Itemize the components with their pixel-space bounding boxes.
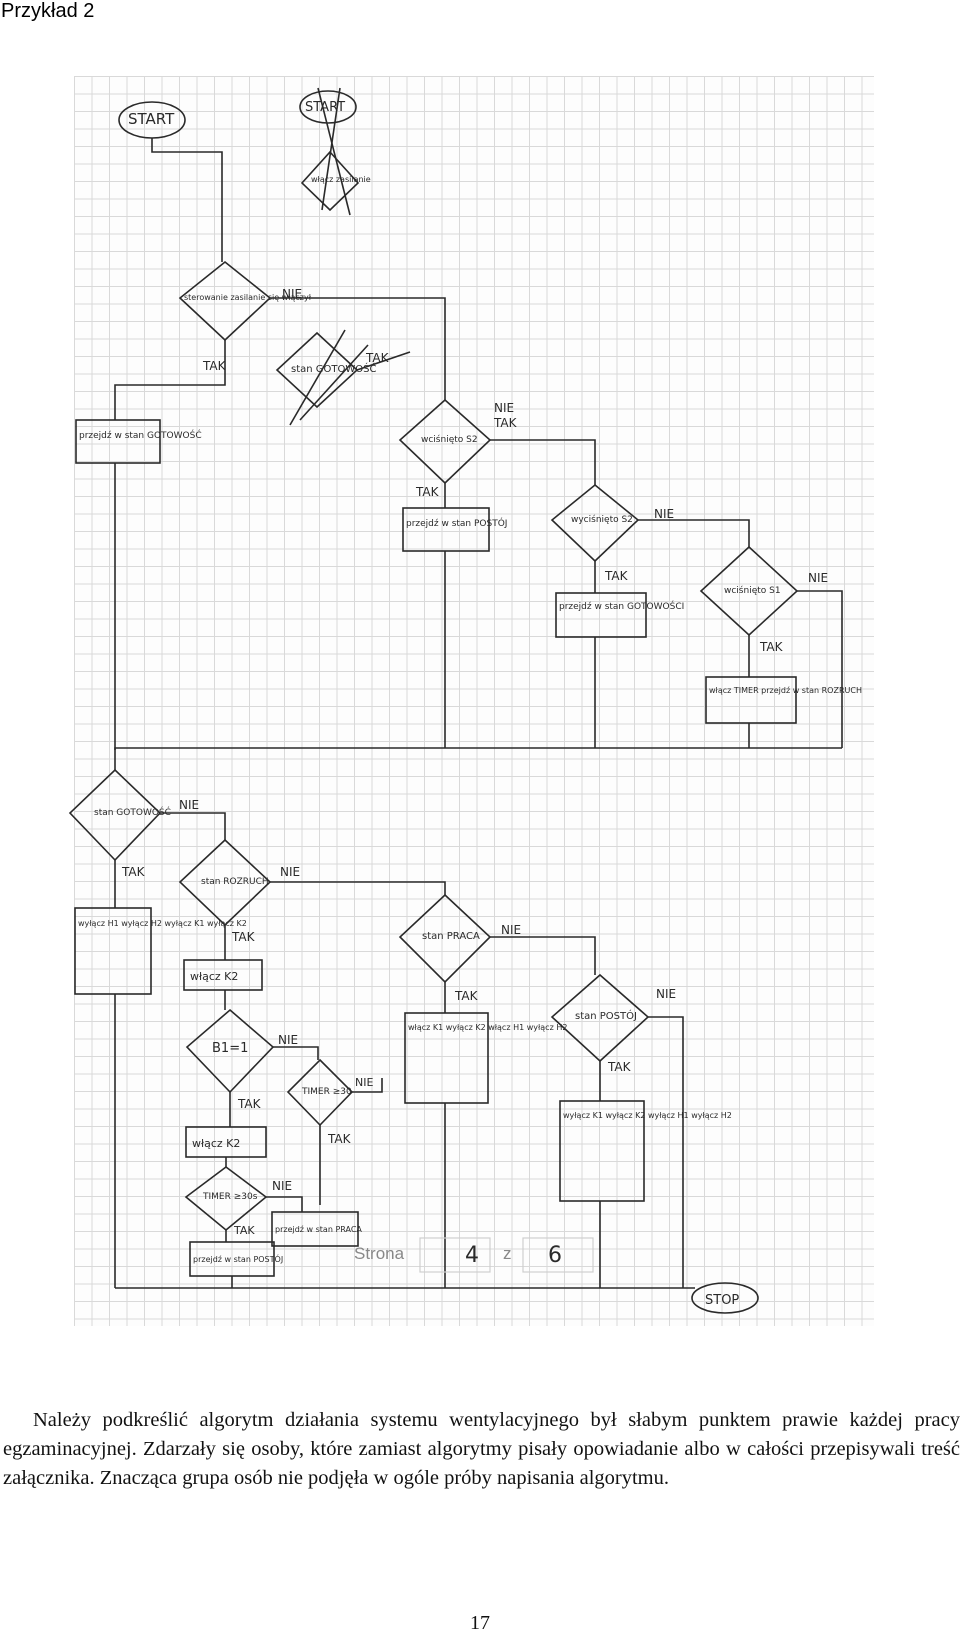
label-p-praca: przejdź w stan PRACA	[275, 1225, 362, 1234]
label-nie-6: NIE	[280, 865, 300, 879]
label-p-wlacz-k2-b: włącz K2	[192, 1137, 240, 1150]
pager-total: 6	[548, 1243, 562, 1268]
box-praca	[271, 1211, 359, 1247]
label-nie-8: NIE	[355, 1076, 373, 1089]
label-p-postoj-b: przejdź w stan POSTÓJ	[193, 1253, 283, 1264]
label-nie-1: NIE	[282, 287, 302, 301]
label-tak-1: TAK	[202, 359, 227, 373]
box-gotowosci	[555, 592, 647, 638]
body-paragraph: Należy podkreślić algorytm działania sys…	[3, 1406, 960, 1493]
label-stop: STOP	[705, 1293, 739, 1308]
decision-gotowosc-crossed	[275, 331, 359, 409]
label-p-praca-box: włącz K1 wyłącz K2 włącz H1 wyłącz H2	[408, 1023, 567, 1032]
label-tak-4: TAK	[759, 640, 784, 654]
label-tak-10: TAK	[454, 989, 479, 1003]
label-p-timer: włącz TIMER przejdź w stan ROZRUCH	[709, 686, 862, 695]
label-tak-5: TAK	[121, 865, 146, 879]
label-tak-8: TAK	[327, 1132, 352, 1146]
label-tak-11: TAK	[607, 1060, 632, 1074]
label-tak-6: TAK	[231, 930, 256, 944]
label-start-crossed: START	[305, 100, 345, 115]
label-nie-4: NIE	[808, 571, 828, 585]
label-nie-2: NIE	[494, 401, 514, 415]
graph-paper-scan	[74, 76, 874, 1326]
label-nie-5: NIE	[179, 798, 199, 812]
box-praca-outputs	[404, 1012, 489, 1104]
box-gotowosc	[75, 419, 161, 464]
pager-page: 4	[465, 1243, 479, 1268]
label-d-stan-gotowosc: stan GOTOWOŚĆ	[94, 806, 171, 818]
label-d-gotowosc-crossed: stan GOTOWOŚĆ	[291, 362, 376, 375]
label-d-s1: wciśnięto S1	[724, 585, 781, 596]
label-d-praca: stan PRACA	[422, 931, 480, 942]
label-d-b1: B1=1	[212, 1041, 248, 1056]
label-tak-3: TAK	[604, 569, 629, 583]
box-timer	[705, 676, 797, 724]
body-text: Należy podkreślić algorytm działania sys…	[3, 1409, 960, 1489]
stop-terminal	[691, 1282, 759, 1314]
label-p-wlacz-k2: włącz K2	[190, 970, 238, 983]
label-nie-9: NIE	[272, 1179, 292, 1193]
pager-overlay: Strona 4 z 6	[354, 1237, 594, 1273]
label-nie-tak: TAK	[493, 416, 518, 430]
label-p-postoj: przejdź w stan POSTÓJ	[406, 517, 507, 529]
label-d-rozruch: stan ROZRUCH	[201, 877, 269, 887]
label-tak-7: TAK	[237, 1097, 262, 1111]
box-wlacz-k2	[183, 959, 263, 991]
label-tak-crossed: TAK	[365, 351, 390, 365]
label-crossed-decision: włącz zasilanie	[311, 175, 371, 184]
pager-label: Strona	[354, 1244, 405, 1263]
label-d-timer30: TIMER ≥30	[301, 1087, 352, 1097]
label-start: START	[128, 110, 175, 128]
box-postoj	[402, 507, 490, 552]
label-tak-2: TAK	[415, 485, 440, 499]
crossed-decision	[300, 150, 360, 212]
page-header: Przykład 2	[1, 0, 95, 22]
box-wylacz-all	[74, 907, 152, 995]
label-d-timer30s: TIMER ≥30s	[202, 1192, 258, 1202]
label-d-s2-a: wciśnięto S2	[421, 434, 478, 445]
start-crossed-terminal	[299, 90, 357, 124]
label-d-postoj: stan POSTÓJ	[575, 1009, 637, 1022]
label-nie-10: NIE	[501, 923, 521, 937]
label-p-gotowosci: przejdź w stan GOTOWOŚCI	[559, 600, 684, 612]
label-d-steruj: sterowanie zasilanie się włączył	[184, 293, 312, 302]
label-nie-3: NIE	[654, 507, 674, 521]
label-nie-11: NIE	[656, 987, 676, 1001]
label-p-wylacz-all: wyłącz H1 wyłącz H2 wyłącz K1 wyłącz K2	[78, 919, 247, 928]
pager-of: z	[503, 1244, 512, 1263]
label-d-s2-b: wyciśnięto S2	[571, 514, 633, 525]
page-number: 17	[470, 1612, 490, 1634]
label-p-postoj-box: wyłącz K1 wyłącz K2 wyłącz H1 wyłącz H2	[563, 1111, 732, 1120]
box-postoj-outputs	[559, 1100, 645, 1202]
label-nie-7: NIE	[278, 1033, 298, 1047]
label-tak-9: TAK	[233, 1224, 255, 1237]
label-p-gotowosc: przejdź w stan GOTOWOŚĆ	[79, 429, 202, 441]
